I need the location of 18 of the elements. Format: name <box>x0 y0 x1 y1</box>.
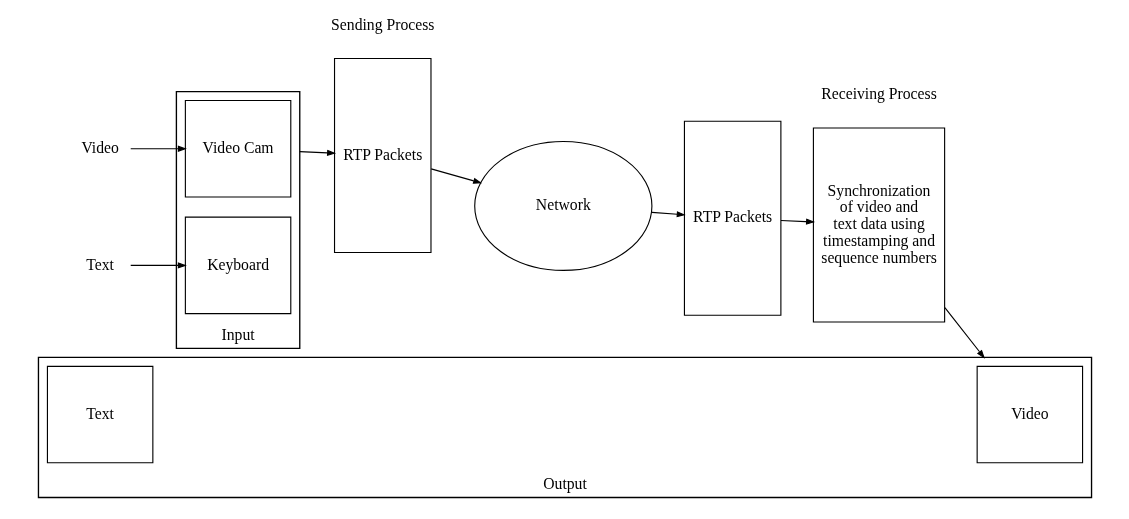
arrow <box>430 168 482 184</box>
arrow <box>779 218 815 225</box>
arrow <box>129 145 187 152</box>
node-text: Video <box>80 138 119 156</box>
arrow <box>650 211 686 218</box>
arrow <box>298 149 336 157</box>
arrow <box>943 307 985 359</box>
node-box: Video <box>976 365 1083 464</box>
node-box: Synchronization of video and text data using timestamping and sequence numbers <box>812 127 945 323</box>
label: Receiving Process <box>820 85 937 103</box>
node-box: Text <box>46 365 153 464</box>
node-text: Text <box>85 255 114 273</box>
label: Sending Process <box>330 15 434 33</box>
node-box: RTP Packets <box>333 57 432 254</box>
arrow <box>129 262 187 269</box>
node-box: Video Cam <box>184 99 291 198</box>
node-box: RTP Packets <box>683 120 781 316</box>
node-box: Keyboard <box>184 216 291 315</box>
